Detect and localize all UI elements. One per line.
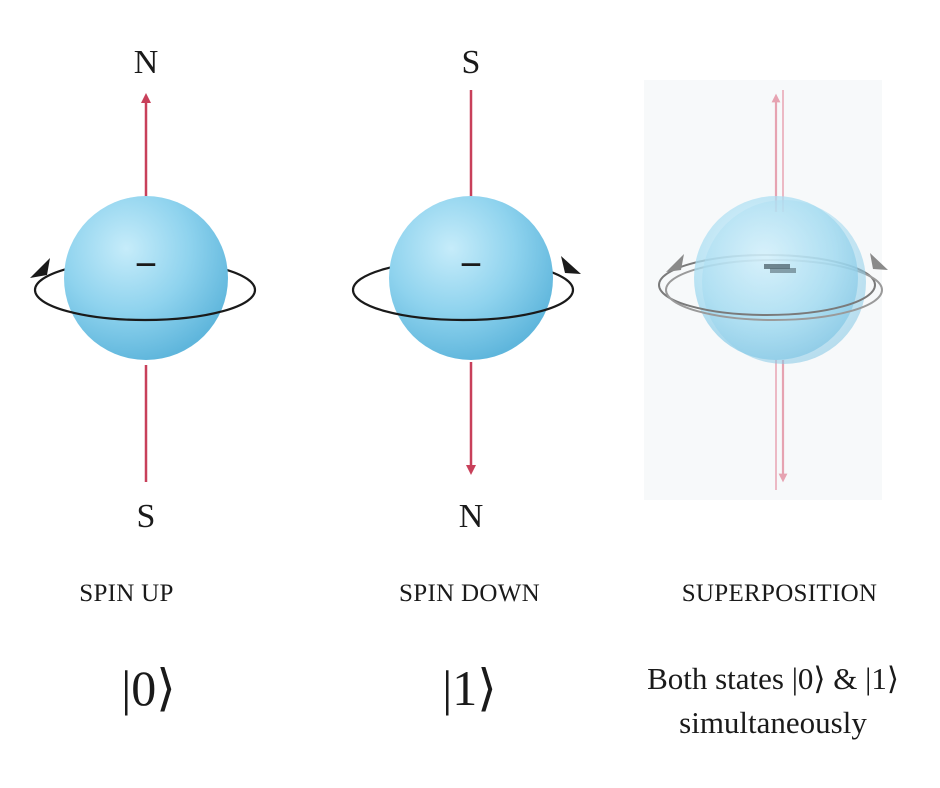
orbit-front	[351, 289, 575, 322]
electron-sphere-2	[702, 200, 866, 364]
orbit-front	[33, 289, 257, 322]
charge-symbol-overlap	[764, 264, 790, 269]
bottom-pole-label: S	[136, 498, 156, 535]
orbit-arrowhead-right	[870, 253, 888, 270]
bottom-pole-label: N	[458, 498, 484, 535]
orbit-arrowhead	[561, 256, 581, 274]
charge-symbol-overlap-2	[770, 268, 796, 273]
state-description-line1: Both states |0⟩ & |1⟩	[647, 661, 899, 696]
orbit-arrowhead	[30, 258, 50, 278]
orbit-arrowhead-left	[666, 254, 684, 272]
top-pole-label: N	[133, 44, 159, 81]
state-label: SPIN DOWN	[399, 580, 540, 607]
charge-symbol: −	[459, 242, 483, 287]
spin-down-diagram	[351, 90, 581, 475]
top-pole-label: S	[461, 44, 481, 81]
state-ket: |0⟩	[121, 660, 176, 716]
charge-symbol: −	[134, 242, 158, 287]
spin-down-panel: S − N SPIN DOWN |1⟩	[313, 0, 626, 788]
spin-up-panel: N − S SPIN UP |0⟩	[0, 0, 313, 788]
orbit-front-2	[665, 289, 883, 321]
spin-up-diagram	[30, 93, 257, 482]
superposition-diagram	[644, 80, 888, 500]
superposition-panel: SUPERPOSITION Both states |0⟩ & |1⟩ simu…	[626, 0, 939, 788]
state-label: SUPERPOSITION	[681, 580, 878, 607]
state-description-line2: simultaneously	[679, 705, 867, 740]
state-label: SPIN UP	[79, 580, 174, 607]
state-ket: |1⟩	[442, 660, 497, 716]
